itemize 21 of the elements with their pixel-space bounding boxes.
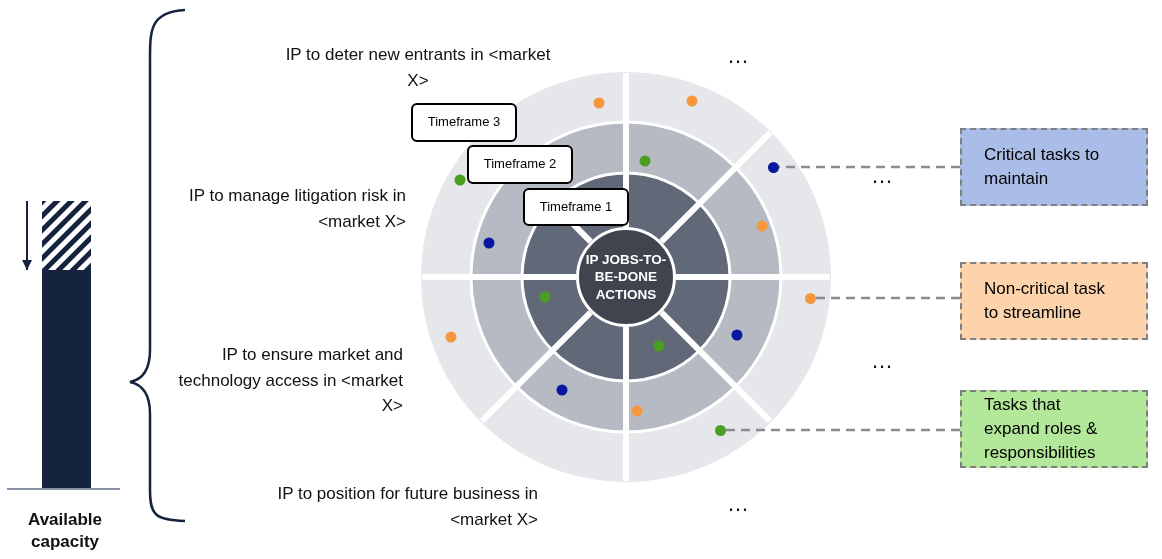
leader-line <box>815 296 960 300</box>
timeframe-label-box: Timeframe 3 <box>411 103 517 142</box>
leader-line <box>778 165 960 169</box>
dot-marker <box>714 424 726 436</box>
axis-label: Available capacity <box>27 509 103 554</box>
timeframe-label-box: Timeframe 1 <box>523 188 629 226</box>
category-label: IP to position for future business in <market X> <box>276 483 538 531</box>
leader-line <box>725 428 960 432</box>
dot-marker <box>804 292 816 304</box>
timeframe-label-box: Timeframe 2 <box>467 145 573 184</box>
category-label: IP to deter new entrants in <market X> <box>284 44 552 92</box>
ellipsis-text: … <box>870 350 894 372</box>
category-label: IP to manage litigation risk in <market X> <box>187 185 406 233</box>
task-category-box: Tasks that expand roles & responsibilities <box>960 390 1148 468</box>
ellipsis-text: … <box>726 45 750 67</box>
task-category-box: Critical tasks to maintain <box>960 128 1148 206</box>
ellipsis-text: … <box>870 165 894 187</box>
category-label: IP to ensure market and technology access in <market X> <box>177 344 403 417</box>
ellipsis-text: … <box>726 493 750 515</box>
task-category-box: Non-critical task to streamline <box>960 262 1148 340</box>
dot-marker <box>767 161 779 173</box>
